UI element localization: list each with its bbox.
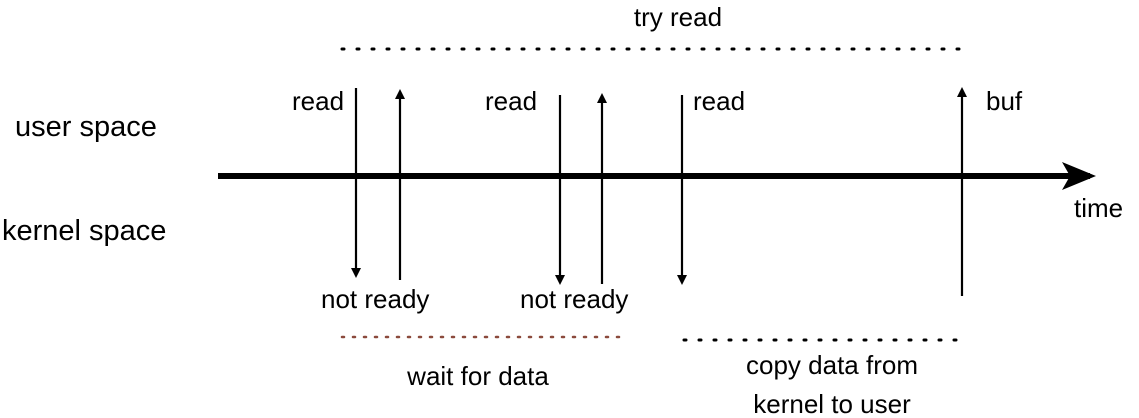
time-axis-arrowhead	[1062, 162, 1096, 190]
user-space-label: user space	[15, 111, 157, 143]
try-read-label: try read	[634, 2, 722, 32]
read-label-3: read	[693, 86, 745, 116]
kernel-space-label: kernel space	[2, 215, 166, 247]
not-ready-label-2: not ready	[520, 284, 628, 314]
read-label-1: read	[292, 86, 344, 116]
wait-for-data-label: wait for data	[406, 361, 549, 391]
read-label-2: read	[485, 86, 537, 116]
copy-data-label-line1: copy data from	[746, 350, 918, 380]
buf-label: buf	[986, 86, 1023, 116]
not-ready-label-1: not ready	[321, 284, 429, 314]
copy-data-label-line2: kernel to user	[753, 389, 911, 418]
time-label: time	[1074, 193, 1123, 223]
